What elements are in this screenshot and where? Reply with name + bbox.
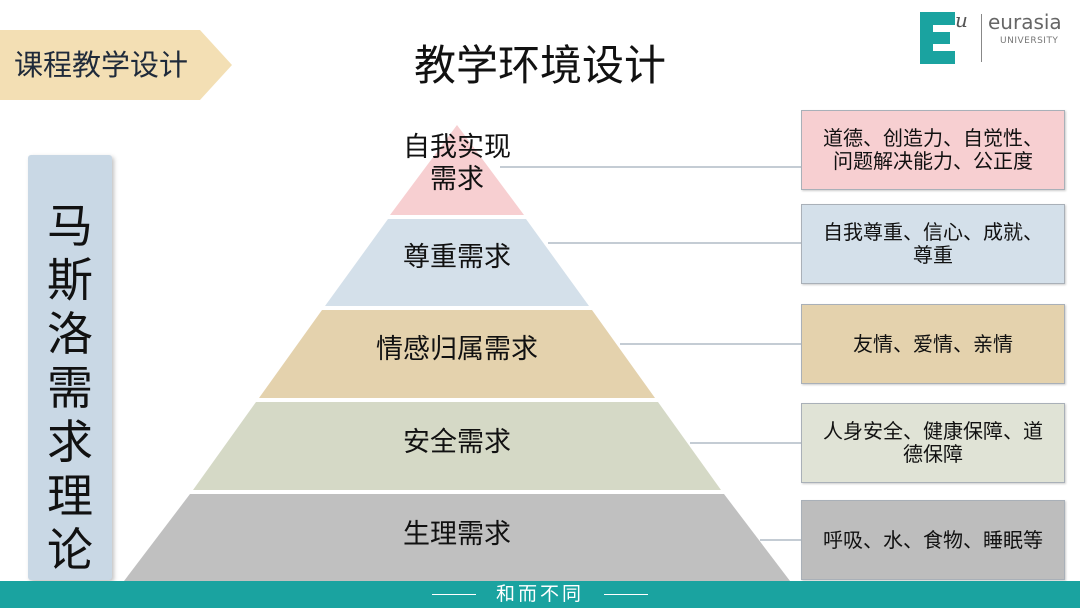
footer-motto: 和而不同 xyxy=(495,583,584,605)
pyramid-tier-1 xyxy=(390,125,524,215)
side-title-panel: 马 斯 洛 需 求 理 论 xyxy=(28,155,112,580)
logo-subtitle: UNIVERSITY xyxy=(1000,36,1059,46)
side-title-char: 求 xyxy=(47,415,93,469)
side-title-char: 需 xyxy=(47,361,93,415)
side-title-char: 理 xyxy=(47,469,93,523)
description-box-physiological: 呼吸、水、食物、睡眠等 xyxy=(801,500,1065,580)
tier-label-physiological: 生理需求 xyxy=(403,519,511,550)
pyramid-tier-3 xyxy=(259,310,655,398)
footer-bar: 和而不同 xyxy=(0,581,1080,608)
description-box-self-actualization: 道德、创造力、自觉性、 问题解决能力、公正度 xyxy=(801,110,1065,190)
section-tab-shape xyxy=(0,30,232,100)
page-title: 教学环境设计 xyxy=(413,41,666,90)
side-title-char: 论 xyxy=(47,523,93,577)
description-box-safety: 人身安全、健康保障、道 德保障 xyxy=(801,403,1065,483)
tier-label-belonging: 情感归属需求 xyxy=(376,334,538,365)
description-box-belonging: 友情、爱情、亲情 xyxy=(801,304,1065,384)
logo-name: eurasia xyxy=(988,10,1062,34)
side-title-char: 马 xyxy=(47,199,93,253)
footer-line-right xyxy=(604,594,648,595)
section-tab: 课程教学设计 xyxy=(0,30,232,100)
eurasia-logo: u eurasia UNIVERSITY xyxy=(918,8,1078,70)
side-title: 马 斯 洛 需 求 理 论 xyxy=(28,199,112,577)
pyramid-tier-4 xyxy=(193,402,721,490)
footer-line-left xyxy=(432,594,476,595)
tier-label-self-actualization: 自我实现 需求 xyxy=(403,132,511,195)
tier-label-safety: 安全需求 xyxy=(403,427,511,458)
side-title-char: 斯 xyxy=(47,253,93,307)
section-label: 课程教学设计 xyxy=(14,48,189,82)
side-title-char: 洛 xyxy=(47,307,93,361)
pyramid-tier-5 xyxy=(124,494,790,581)
tier-label-esteem: 尊重需求 xyxy=(403,242,511,273)
logo-divider xyxy=(981,14,982,62)
description-box-esteem: 自我尊重、信心、成就、 尊重 xyxy=(801,204,1065,284)
logo-superscript: u xyxy=(955,8,968,32)
pyramid-tier-2 xyxy=(325,219,589,306)
